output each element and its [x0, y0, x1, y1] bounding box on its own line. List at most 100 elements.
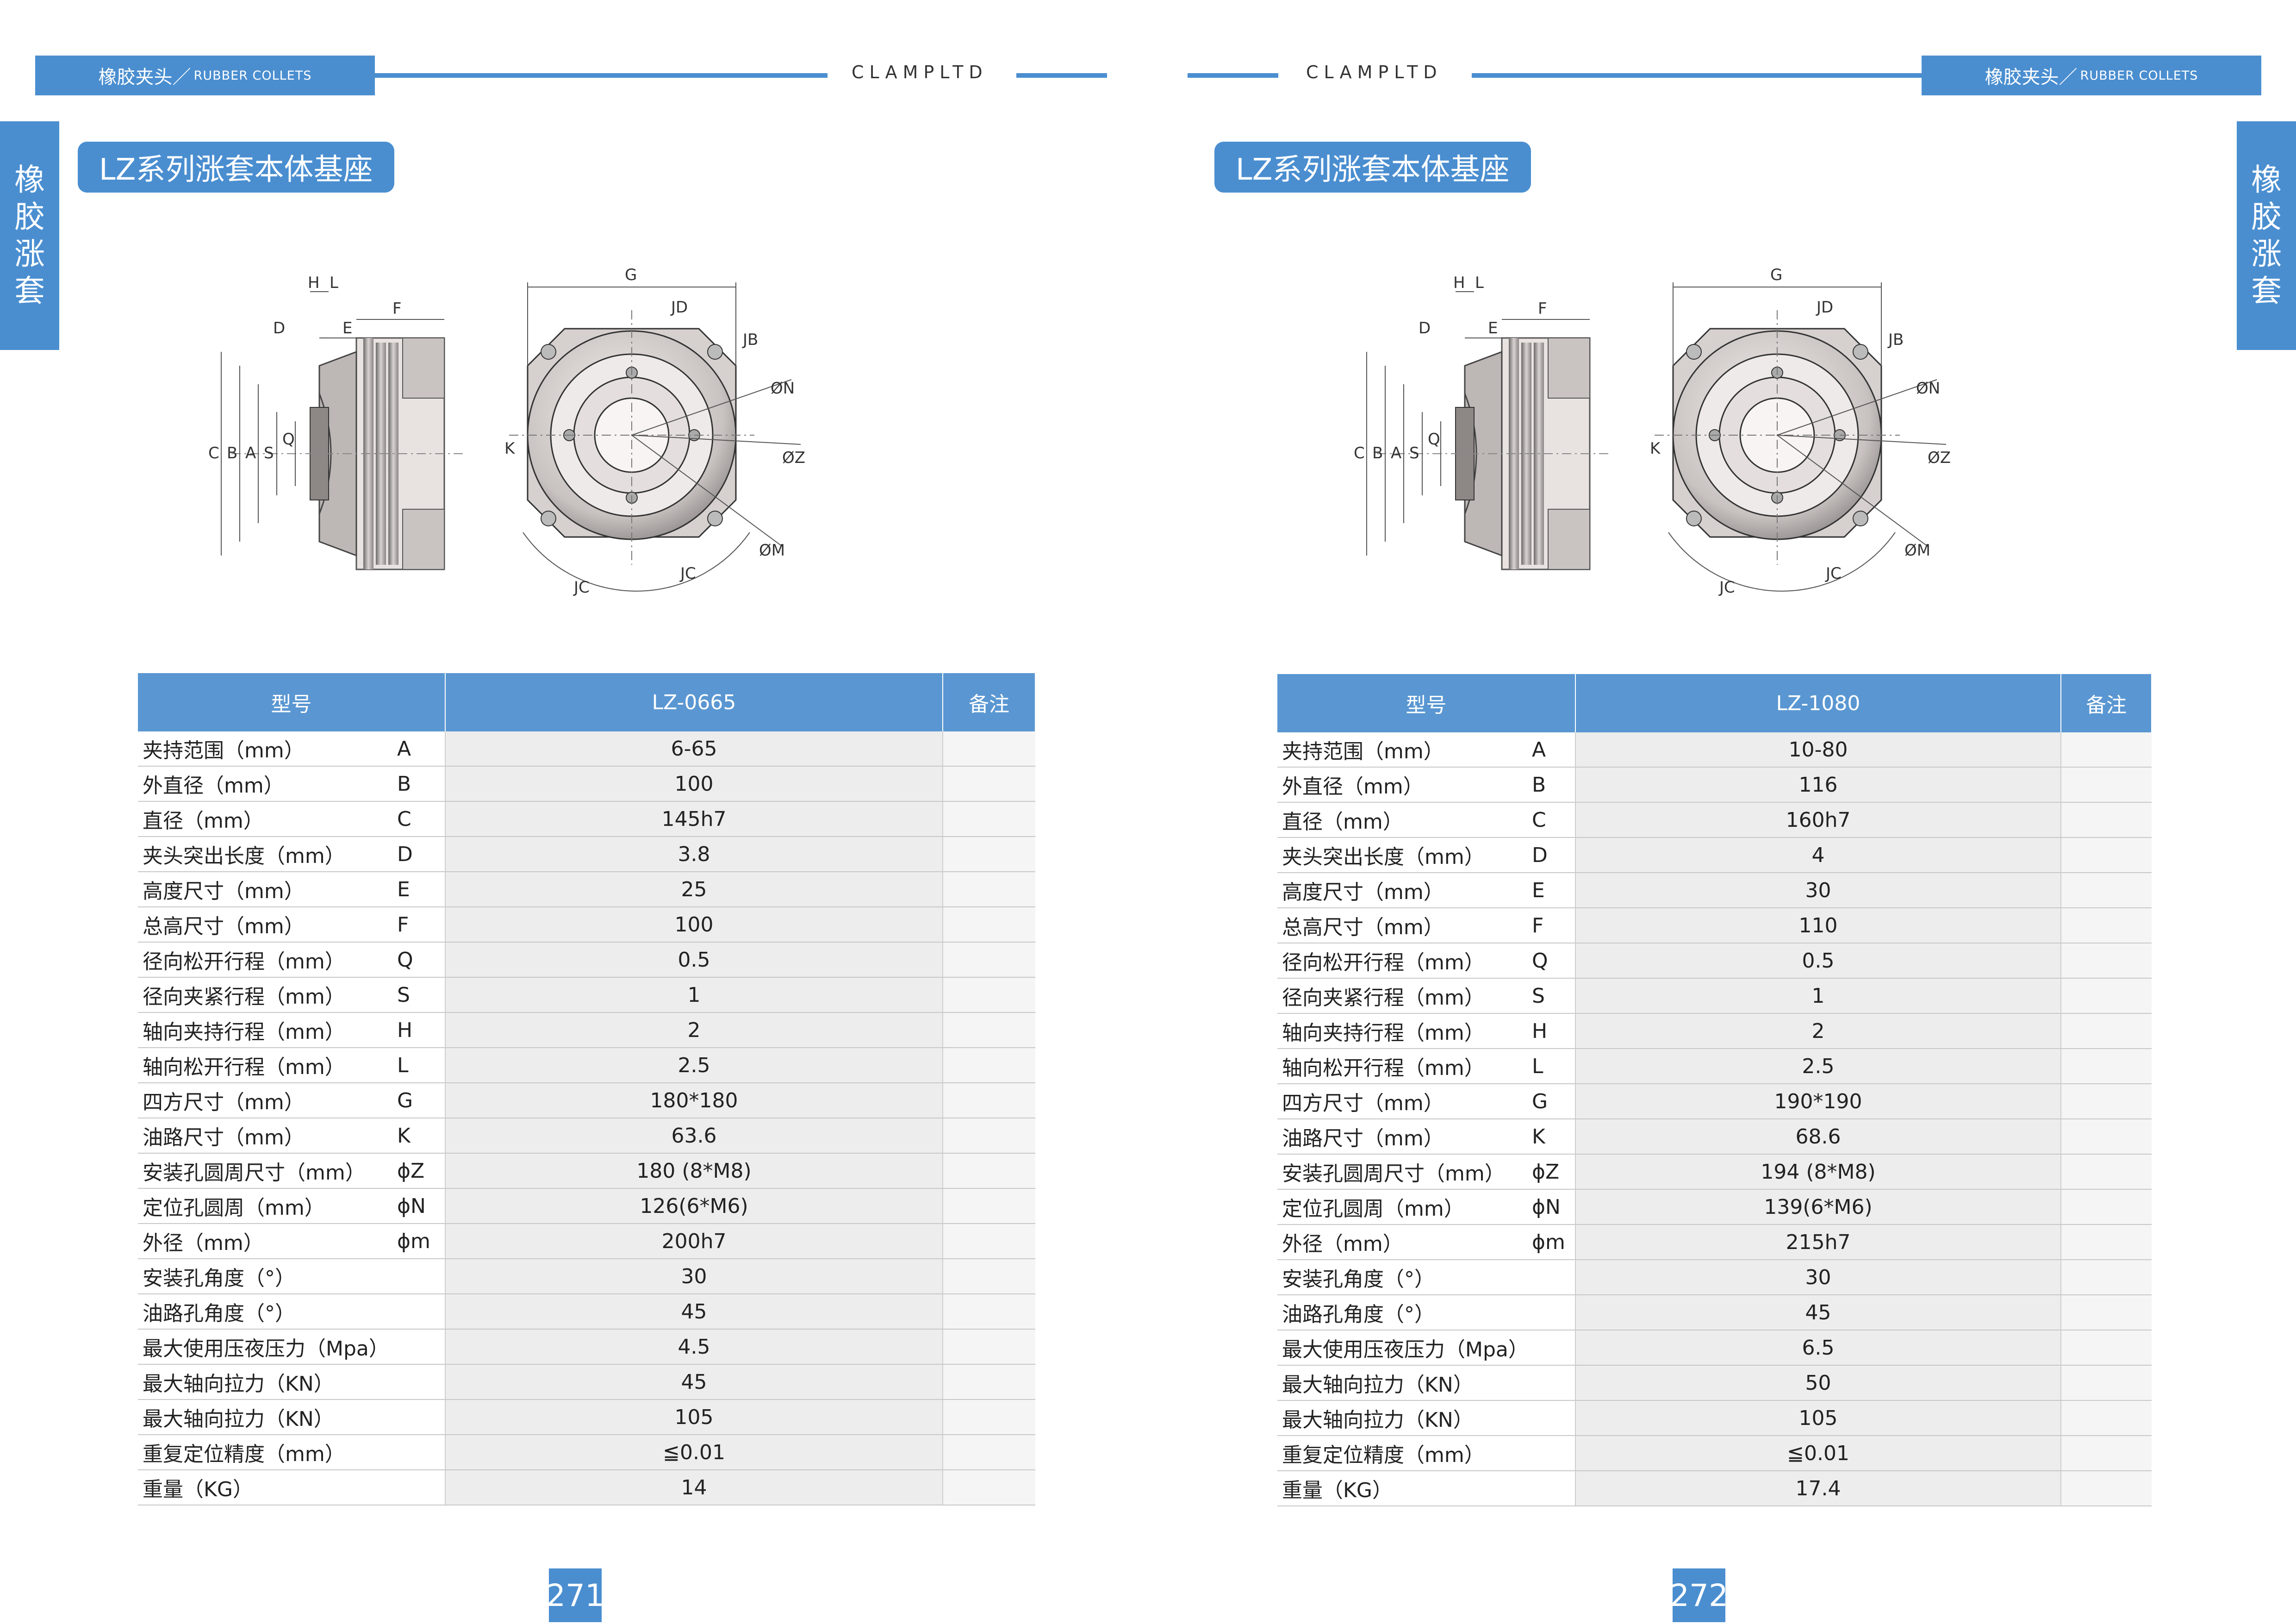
col-header-note: 备注	[2061, 674, 2152, 732]
spec-value: 0.5	[444, 942, 944, 978]
side-tab-char: 涨	[2251, 236, 2282, 272]
spec-note	[2061, 978, 2152, 1014]
spec-param-name: 油路孔角度（°）	[138, 1294, 397, 1330]
spec-note	[2061, 1049, 2152, 1084]
spec-value: 45	[444, 1364, 944, 1400]
spec-symbol	[397, 1294, 445, 1330]
spec-value: 25	[444, 872, 944, 907]
dim-label-n: ØN	[771, 379, 795, 398]
spec-value: 30	[444, 1259, 944, 1294]
spec-row: 重量（KG）14	[138, 1470, 1035, 1505]
spec-note	[2061, 1400, 2152, 1436]
spec-row: 油路孔角度（°）45	[1277, 1295, 2152, 1330]
spec-symbol	[397, 1470, 445, 1505]
spec-param-name: 最大使用压夜压力（Mpa）	[1277, 1330, 1532, 1366]
spec-note	[2061, 802, 2152, 838]
side-tab-char: 套	[14, 273, 45, 309]
spec-param-name: 最大轴向拉力（KN）	[1277, 1400, 1532, 1436]
spec-symbol	[397, 1364, 445, 1400]
spec-value: 2	[1574, 1013, 2062, 1049]
dim-label-jb: JB	[1887, 331, 1904, 349]
spec-param-name: 油路孔角度（°）	[1277, 1295, 1532, 1330]
header-rule	[1188, 73, 1278, 78]
spec-note	[943, 1364, 1035, 1400]
spec-row: 最大轴向拉力（KN）45	[138, 1364, 1035, 1400]
spec-value: 116	[1574, 767, 2062, 803]
header-rule	[1472, 73, 1923, 78]
spec-row: 最大使用压夜压力（Mpa）6.5	[1277, 1330, 2152, 1366]
spec-symbol: G	[1531, 1084, 1575, 1119]
spec-param-name: 轴向松开行程（mm）	[138, 1048, 397, 1083]
spec-row: 最大轴向拉力（KN）50	[1277, 1365, 2152, 1401]
col-header-value: LZ-1080	[1575, 674, 2062, 732]
spec-value: 50	[1574, 1365, 2062, 1401]
spec-note	[943, 766, 1035, 802]
spec-symbol: S	[1531, 978, 1575, 1014]
dim-label-g: G	[1770, 266, 1782, 284]
spec-note	[943, 1153, 1035, 1189]
spec-param-name: 重量（KG）	[138, 1470, 397, 1505]
spec-symbol: L	[1531, 1049, 1575, 1084]
spec-value: 30	[1574, 873, 2062, 908]
dim-label-z: ØZ	[1928, 449, 1951, 467]
spec-note	[2061, 1260, 2152, 1295]
spec-value: 126(6*M6)	[444, 1188, 944, 1224]
spec-note	[943, 977, 1035, 1013]
dim-label-h: H	[1453, 274, 1465, 292]
spec-value: 100	[444, 766, 944, 802]
spec-param-name: 外直径（mm）	[138, 766, 397, 802]
spec-param-name: 夹持范围（mm）	[1277, 732, 1532, 768]
spec-note	[943, 1399, 1035, 1435]
spec-symbol: ϕm	[397, 1224, 445, 1259]
dim-label-jc: JC	[1825, 564, 1842, 583]
col-header-model: 型号	[1277, 674, 1576, 732]
spec-table-header: 型号 LZ-1080 备注	[1277, 674, 2152, 732]
col-header-model: 型号	[138, 673, 446, 731]
spec-symbol	[397, 1259, 445, 1294]
spec-symbol: K	[397, 1118, 445, 1154]
spec-value: 2	[444, 1012, 944, 1048]
spec-param-name: 轴向夹持行程（mm）	[138, 1012, 397, 1048]
spec-param-name: 直径（mm）	[138, 801, 397, 837]
spec-value: 68.6	[1574, 1119, 2062, 1155]
spec-param-name: 总高尺寸（mm）	[138, 907, 397, 943]
spec-value: 4.5	[444, 1329, 944, 1365]
spec-param-name: 四方尺寸（mm）	[1277, 1084, 1532, 1119]
spec-symbol	[1531, 1400, 1575, 1436]
spec-row: 油路孔角度（°） 45	[138, 1294, 1035, 1330]
dim-label-f: F	[1538, 300, 1547, 318]
spec-param-name: 安装孔角度（°）	[138, 1259, 397, 1294]
spec-param-name: 夹头突出长度（mm）	[138, 837, 397, 872]
spec-note	[2061, 873, 2152, 908]
header-section-en: RUBBER COLLETS	[193, 68, 312, 83]
spec-value: 1	[444, 977, 944, 1013]
spec-symbol: L	[397, 1048, 445, 1083]
spec-symbol	[1531, 1436, 1575, 1471]
spec-note	[943, 1012, 1035, 1048]
spec-symbol: ϕZ	[1531, 1154, 1575, 1190]
spec-value: 105	[1574, 1400, 2062, 1436]
spec-note	[2061, 1119, 2152, 1155]
spec-value: 105	[444, 1399, 944, 1435]
spec-note	[943, 872, 1035, 907]
dim-label-jc: JC	[679, 564, 696, 583]
spec-param-name: 径向夹紧行程（mm）	[138, 977, 397, 1013]
spec-symbol: A	[1531, 732, 1575, 768]
spec-value: ≦0.01	[1574, 1436, 2062, 1471]
spec-note	[943, 907, 1035, 943]
spec-param-name: 夹头突出长度（mm）	[1277, 837, 1532, 873]
side-tab-char: 橡	[2251, 162, 2282, 198]
dim-label-e: E	[342, 319, 352, 337]
spec-symbol: G	[397, 1083, 445, 1118]
spec-param-name: 重复定位精度（mm）	[1277, 1436, 1532, 1471]
spec-note	[2061, 1365, 2152, 1401]
spec-value: 45	[444, 1294, 944, 1330]
